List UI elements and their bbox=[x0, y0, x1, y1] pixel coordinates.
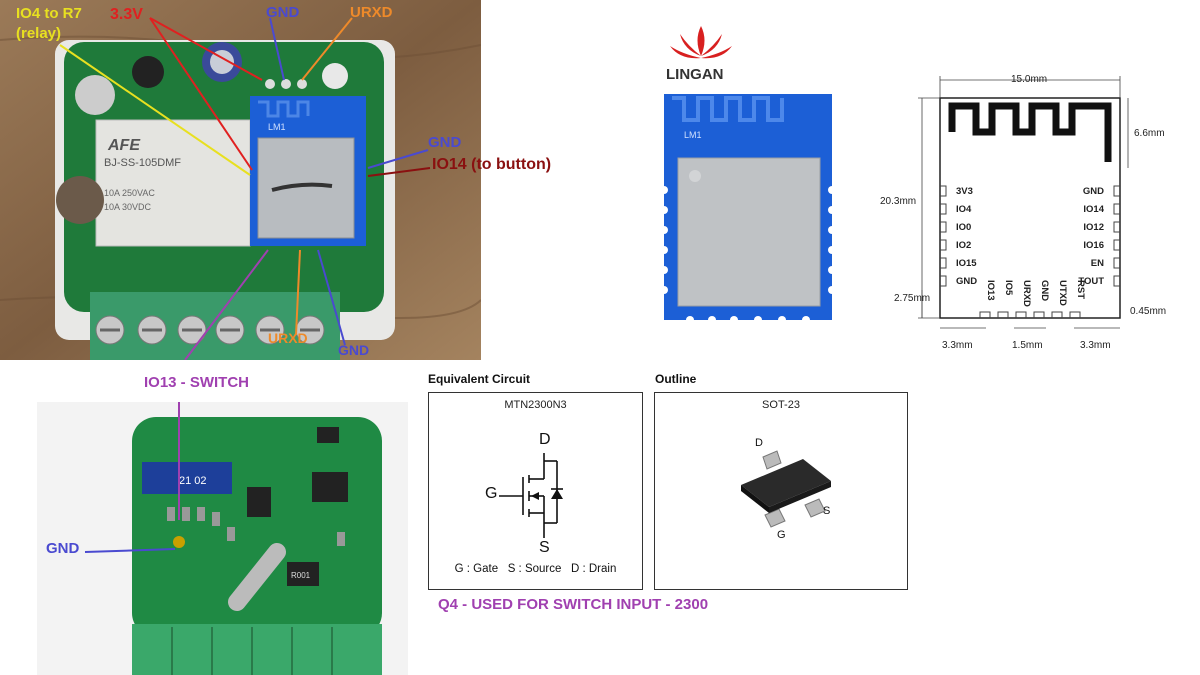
antenna-trace bbox=[948, 102, 1112, 162]
pin-right-5: EN bbox=[1091, 258, 1104, 269]
label-io4-relay: IO4 to R7 (relay) bbox=[16, 5, 82, 42]
pin-right-2: IO14 bbox=[1083, 204, 1104, 215]
inductor bbox=[132, 56, 164, 88]
pin-left-1: 3V3 bbox=[956, 186, 973, 197]
pin-left-4: IO2 bbox=[956, 240, 971, 251]
module-silk-label: LM1 bbox=[684, 130, 702, 140]
pcb-photo-top-drawing: AFE BJ-SS-105DMF 10A 250VAC 10A 30VDC LM… bbox=[0, 0, 481, 360]
v33-pointer-2 bbox=[149, 17, 253, 171]
mosfet-symbol bbox=[499, 453, 563, 538]
part-number: MTN2300N3 bbox=[504, 399, 567, 411]
pcb-board-back bbox=[132, 417, 382, 637]
io13-pointer bbox=[184, 249, 269, 360]
pcb-photo-bottom-drawing: 21 02 R001 bbox=[37, 402, 408, 675]
pin-right-4: IO16 bbox=[1083, 240, 1104, 251]
label-io14: IO14 (to button) bbox=[432, 156, 552, 173]
pin-bottom-5: UTXD bbox=[1057, 280, 1068, 306]
dim-left: 3.3mm bbox=[942, 340, 973, 351]
pin-right-3: IO12 bbox=[1083, 222, 1104, 233]
dim-height: 20.3mm bbox=[880, 196, 916, 207]
outline-heading: Outline bbox=[655, 372, 697, 386]
label-urxd-bottom: URXD bbox=[268, 330, 308, 346]
urxd-top-pointer bbox=[301, 17, 353, 81]
module-outline bbox=[939, 97, 1121, 319]
equivalent-circuit-box: MTN2300N3 D G S G : Gate S : Source D : … bbox=[428, 392, 643, 590]
module-dimension-drawing: 15.0mm 20.3mm 6.6mm 2.75mm 0.45mm 3.3mm … bbox=[860, 70, 1200, 360]
gnd-bottom-pointer bbox=[317, 249, 346, 346]
label-gnd-right: GND bbox=[428, 134, 462, 151]
outline-box: SOT-23 D S G bbox=[654, 392, 908, 590]
shield-can bbox=[677, 157, 821, 307]
drain-label: D bbox=[539, 431, 551, 448]
dim-mid: 1.5mm bbox=[1012, 340, 1043, 351]
pcb-photo-bottom: 21 02 R001 bbox=[37, 402, 408, 675]
gnd-pointer-back bbox=[84, 548, 176, 553]
pcb-photo-top: AFE BJ-SS-105DMF 10A 250VAC 10A 30VDC LM… bbox=[0, 0, 481, 360]
sot23-package bbox=[741, 450, 831, 528]
pin-left-3: IO0 bbox=[956, 222, 971, 233]
io4-pointer bbox=[59, 44, 251, 176]
resistor-text: R001 bbox=[291, 571, 311, 580]
q4-caption: Q4 - USED FOR SWITCH INPUT - 2300 bbox=[438, 596, 709, 613]
label-urxd-top: URXD bbox=[350, 4, 393, 21]
pin-bottom-4: GND bbox=[1039, 280, 1050, 301]
label-gnd-back: GND bbox=[46, 540, 80, 557]
lingan-logo bbox=[666, 20, 736, 70]
dim-right: 3.3mm bbox=[1080, 340, 1111, 351]
pin-bottom-1: IO13 bbox=[985, 280, 996, 301]
pin-left-2: IO4 bbox=[956, 204, 972, 215]
gate-label: G bbox=[485, 485, 498, 502]
pin-left-5: IO15 bbox=[956, 258, 977, 269]
led bbox=[322, 63, 348, 89]
pin-bottom-2: IO5 bbox=[1003, 280, 1014, 296]
pin-right-1: GND bbox=[1083, 186, 1104, 197]
pin-left-6: GND bbox=[956, 276, 977, 287]
dim-bottom: 2.75mm bbox=[894, 293, 930, 304]
dim-pad: 0.45mm bbox=[1130, 306, 1166, 317]
capacitor bbox=[56, 176, 104, 224]
module-strip bbox=[142, 462, 232, 494]
label-3v3: 3.3V bbox=[110, 6, 143, 23]
relay-brand: AFE bbox=[107, 137, 141, 154]
pin-right-6: TOUT bbox=[1078, 276, 1104, 287]
dim-antenna: 6.6mm bbox=[1134, 128, 1165, 139]
pin-bottom-3: URXD bbox=[1021, 280, 1032, 307]
dim-width: 15.0mm bbox=[1011, 74, 1047, 85]
label-gnd-top: GND bbox=[266, 4, 300, 21]
relay-model: BJ-SS-105DMF bbox=[104, 157, 181, 169]
relay bbox=[95, 119, 251, 247]
source-label: S bbox=[539, 539, 550, 556]
gnd-right-pointer bbox=[367, 149, 429, 169]
terminal-strip bbox=[132, 624, 382, 675]
relay-rating-ac: 10A 250VAC bbox=[104, 188, 155, 198]
pkg-drain-label: D bbox=[755, 437, 763, 449]
urxd-bottom-pointer bbox=[295, 249, 301, 336]
module-silk: LM1 bbox=[268, 122, 286, 132]
brand-name: LINGAN bbox=[666, 66, 724, 83]
pcb-chip-text: 21 02 bbox=[179, 475, 207, 487]
lotus-icon bbox=[670, 26, 732, 59]
capacitor bbox=[75, 75, 115, 115]
io14-pointer bbox=[367, 167, 431, 177]
pkg-gate-label: G bbox=[777, 529, 786, 541]
v33-pointer-1 bbox=[149, 17, 263, 81]
pin-legend: G : Gate S : Source D : Drain bbox=[454, 563, 617, 575]
gnd-top-pointer bbox=[269, 17, 285, 81]
label-gnd-bottom: GND bbox=[338, 342, 370, 358]
relay-rating-dc: 10A 30VDC bbox=[104, 202, 152, 212]
package-name: SOT-23 bbox=[762, 399, 800, 411]
label-io13-switch: IO13 - SWITCH bbox=[144, 374, 250, 391]
module-photo: LM1 bbox=[660, 94, 836, 324]
pin-bottom-6: RST bbox=[1075, 280, 1086, 299]
pkg-source-label: S bbox=[823, 505, 831, 517]
equivalent-heading: Equivalent Circuit bbox=[428, 372, 531, 386]
